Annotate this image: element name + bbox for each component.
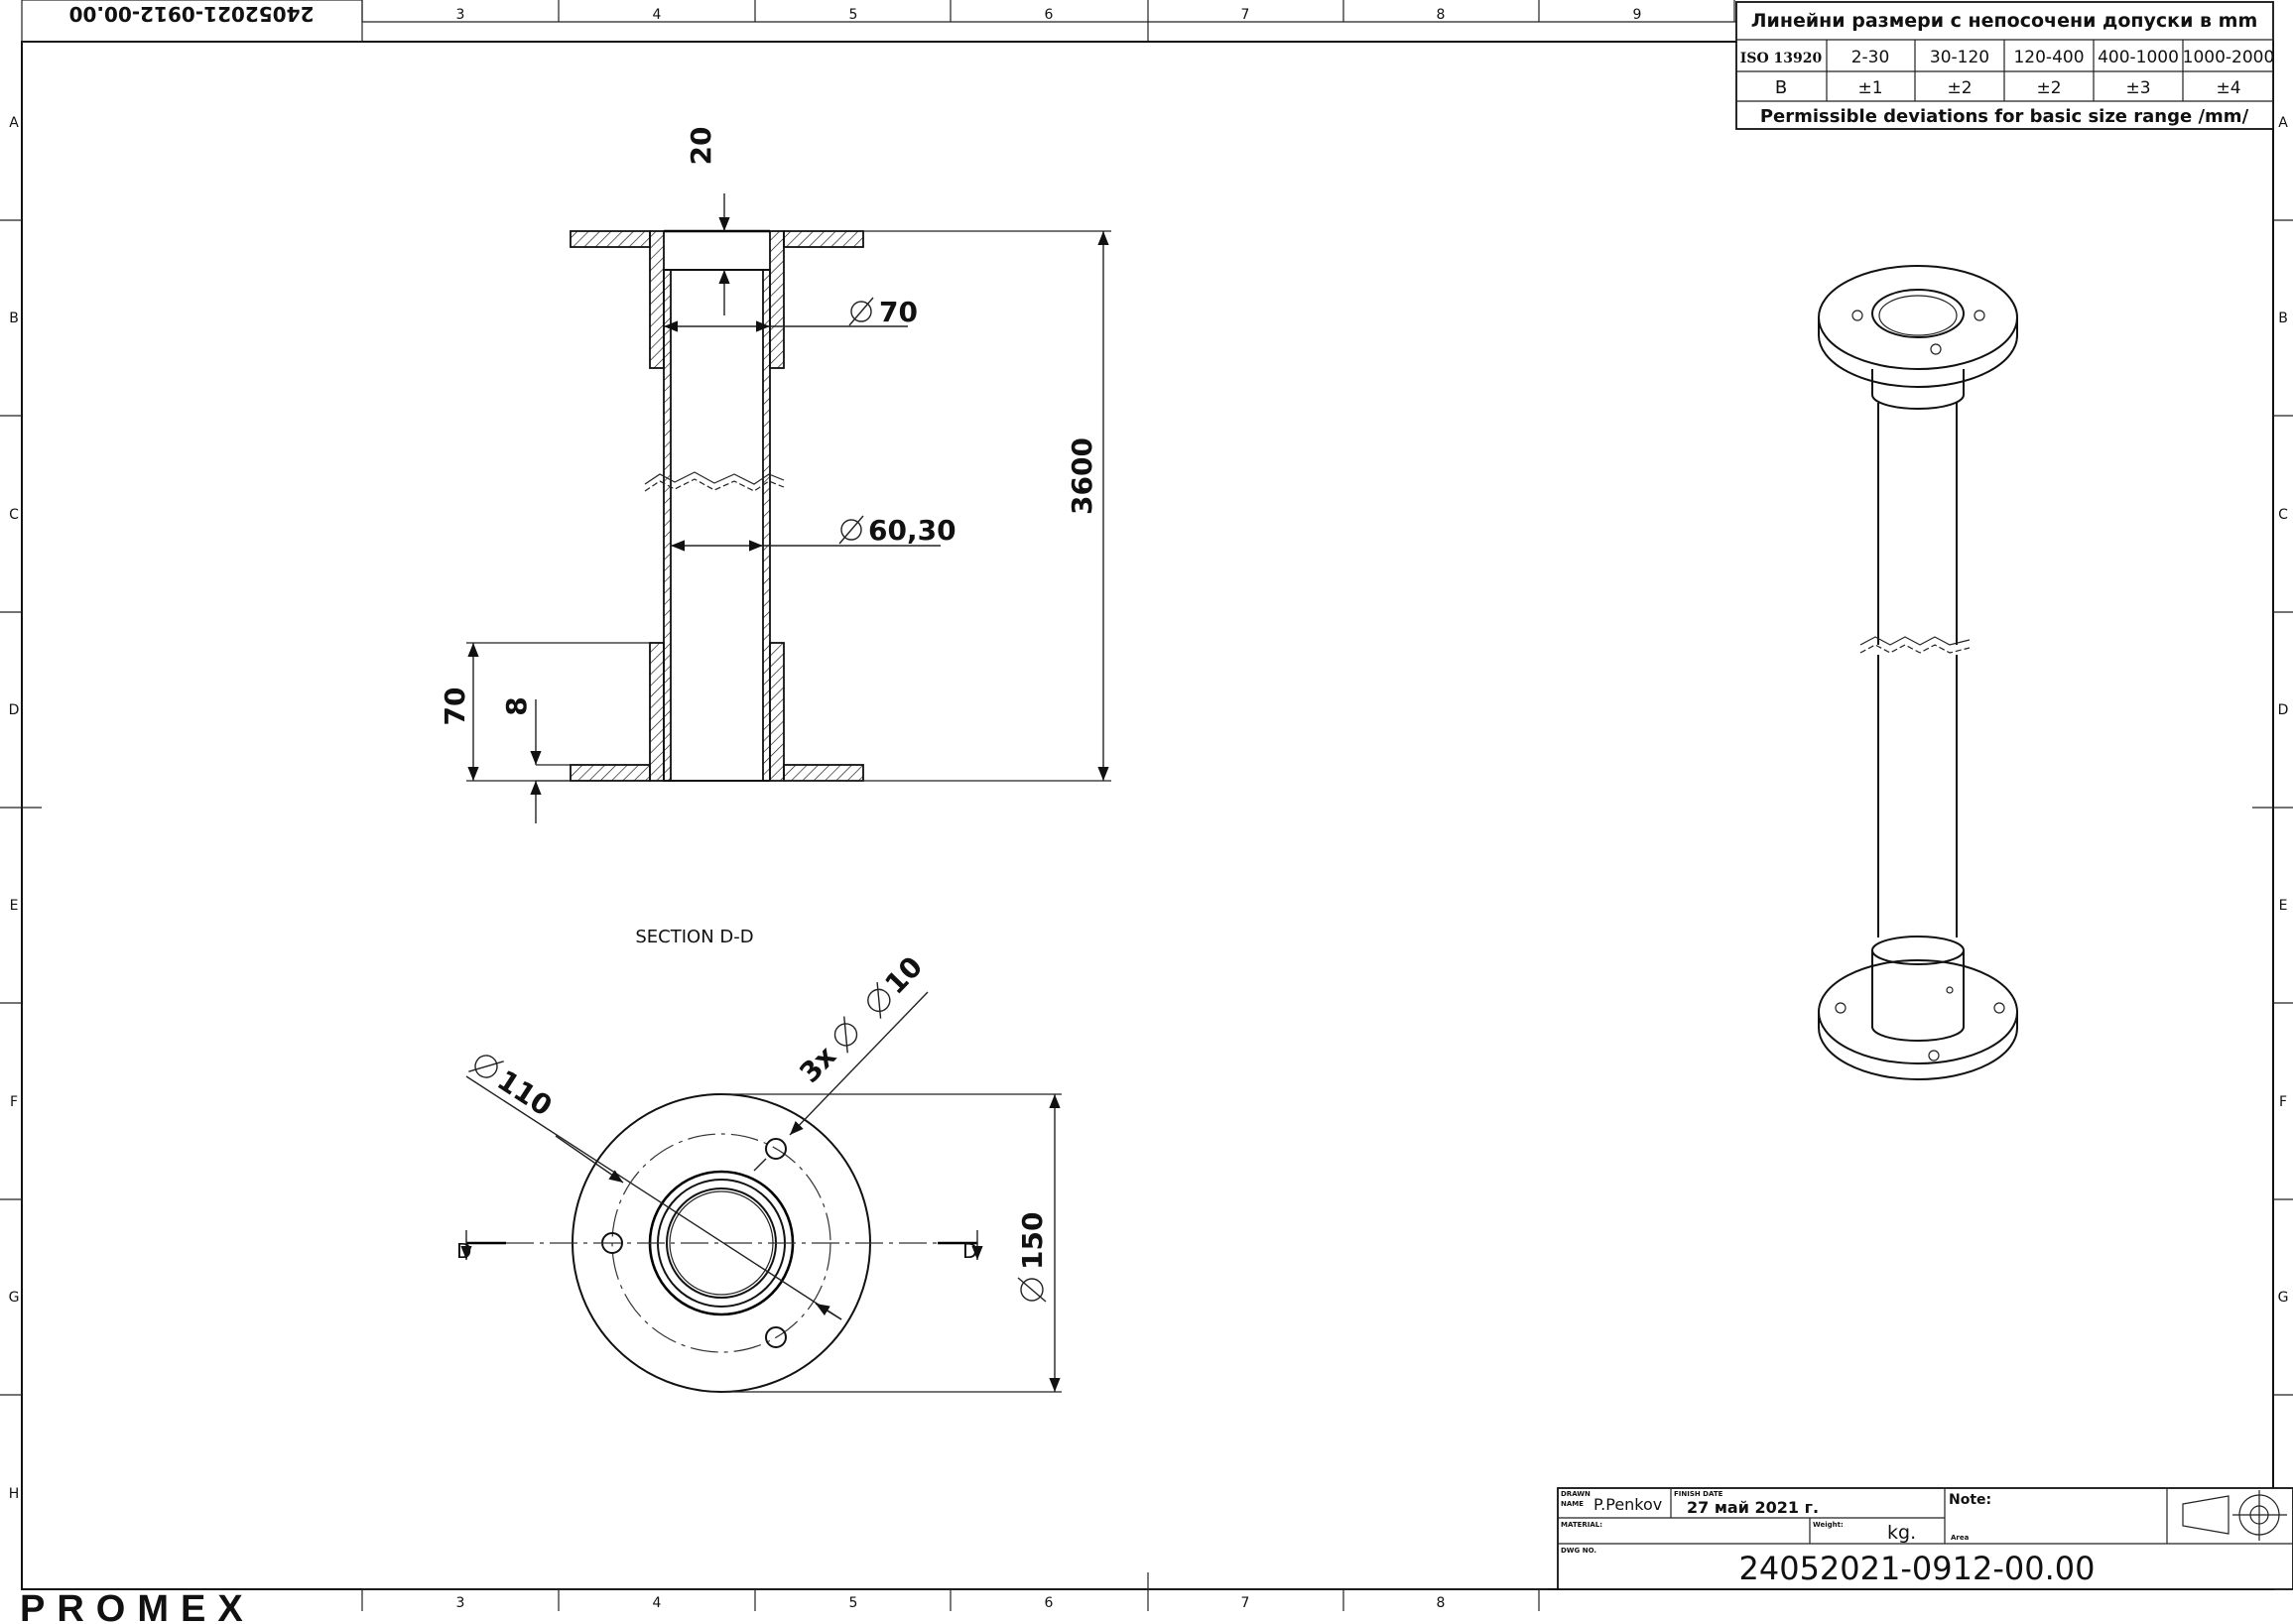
bottom-sleeve-left [649, 642, 665, 782]
col-label: 5 [849, 1595, 858, 1611]
title-block: DRAWN NAME P.Penkov FINISH DATE 27 май 2… [1557, 1487, 2293, 1590]
col-label: 3 [456, 1595, 465, 1611]
tolerance-value: ±2 [2036, 78, 2061, 98]
tolerance-value: ±3 [2125, 78, 2150, 98]
row-label: D [2278, 702, 2289, 718]
section-mark-left: D [456, 1239, 471, 1263]
name-label: NAME [1561, 1500, 1584, 1508]
projection-symbol-icon [2182, 1490, 2287, 1541]
col-label: 7 [1241, 1595, 1250, 1611]
col-label: 9 [1633, 7, 1642, 23]
col-label: 8 [1437, 7, 1446, 23]
row-label: E [10, 898, 19, 914]
material-label: MATERIAL: [1561, 1521, 1602, 1529]
col-label: 6 [1045, 1595, 1054, 1611]
finish-date: 27 май 2021 г. [1687, 1498, 1819, 1517]
row-label: H [9, 1486, 20, 1502]
drawn-name: P.Penkov [1593, 1495, 1662, 1514]
top-flange-disk [1818, 265, 2018, 370]
tolerance-value: ±4 [2216, 78, 2240, 98]
dim-pipe-dia: 70 [879, 296, 918, 328]
tolerance-table: Линейни размери с непосочени допуски в m… [1735, 1, 2275, 130]
area-label: Area [1951, 1534, 1970, 1542]
row-label: F [10, 1094, 18, 1110]
break-line [644, 478, 785, 492]
section-view: 20 70 60,30 3600 70 8 SECTION D-D [439, 127, 1111, 947]
drawn-label: DRAWN [1561, 1490, 1591, 1498]
dwg-no-label: DWG NO. [1561, 1547, 1596, 1555]
row-label: C [9, 507, 19, 523]
break-line [644, 471, 785, 485]
tolerance-range: 400-1000 [2098, 48, 2179, 67]
tolerance-class: B [1775, 77, 1787, 98]
tolerance-standard: ISO 13920 [1740, 51, 1823, 66]
column-labels-bottom: 3 4 5 6 7 8 [456, 1595, 1446, 1611]
bottom-flange-right [783, 764, 864, 782]
dim-top-flange: 20 [685, 127, 717, 166]
col-label: 4 [653, 1595, 662, 1611]
finish-date-label: FINISH DATE [1674, 1490, 1723, 1498]
pipe-wall-right [762, 269, 771, 782]
tolerance-title: Линейни размери с непосочени допуски в m… [1751, 10, 2258, 32]
tolerance-footer: Permissible deviations for basic size ra… [1760, 106, 2249, 127]
note-label: Note: [1949, 1492, 1991, 1508]
tolerance-value: ±2 [1947, 78, 1972, 98]
row-label: A [2278, 115, 2288, 131]
row-label: G [9, 1290, 20, 1306]
tolerance-range: 30-120 [1930, 48, 1989, 67]
promex-logo: PROMEX [20, 1588, 255, 1624]
tolerance-range: 1000-2000 [2183, 48, 2275, 67]
dim-length: 3600 [1066, 437, 1098, 515]
bolt-hole [765, 1326, 787, 1348]
top-sleeve-left [649, 230, 665, 369]
top-flange-right [783, 230, 864, 248]
row-label: B [9, 311, 19, 326]
bottom-flange-disk [1817, 959, 2019, 1064]
dim-sleeve: 70 [439, 687, 471, 726]
weight-label: Weight: [1813, 1521, 1844, 1529]
tolerance-range: 2-30 [1851, 48, 1890, 67]
row-label: B [2278, 311, 2288, 326]
tolerance-range: 120-400 [2013, 48, 2084, 67]
top-sleeve-right [769, 230, 785, 369]
isometric-view [1817, 265, 2019, 1080]
bottom-sleeve-right [769, 642, 785, 782]
row-label: A [9, 115, 19, 131]
dim-inner-dia: 60,30 [868, 514, 956, 547]
top-code-box [21, 0, 363, 43]
col-label: 3 [456, 7, 465, 23]
top-flange-left [570, 230, 651, 248]
section-label: SECTION D-D [635, 927, 753, 947]
row-label: E [2279, 898, 2288, 914]
bottom-flange-left [570, 764, 651, 782]
top-code: 24052021-0912-00.00 [69, 2, 315, 26]
col-label: 7 [1241, 7, 1250, 23]
tolerance-value: ±1 [1857, 78, 1882, 98]
col-label: 6 [1045, 7, 1054, 23]
pipe-wall-left [663, 269, 672, 782]
row-label: G [2278, 1290, 2289, 1306]
dim-outer: 150 [1016, 1212, 1049, 1270]
bolt-hole [765, 1138, 787, 1160]
row-labels-right: A B C D E F G [2278, 115, 2289, 1306]
col-label: 4 [653, 7, 662, 23]
dwg-no: 24052021-0912-00.00 [1738, 1550, 2095, 1587]
plan-view: D D 110 3x 10 150 [456, 950, 1062, 1393]
row-label: D [9, 702, 20, 718]
weight-unit: kg. [1887, 1522, 1916, 1544]
row-label: F [2279, 1094, 2287, 1110]
section-mark-right: D [962, 1239, 977, 1263]
column-labels-top: 3 4 5 6 7 8 9 [456, 7, 1642, 23]
dim-holes-count: 3x [793, 1040, 842, 1089]
col-label: 8 [1437, 1595, 1446, 1611]
dim-flange-thickness: 8 [500, 696, 533, 715]
row-labels-left: A B C D E F G H [9, 115, 20, 1502]
row-label: C [2278, 507, 2288, 523]
col-label: 5 [849, 7, 858, 23]
